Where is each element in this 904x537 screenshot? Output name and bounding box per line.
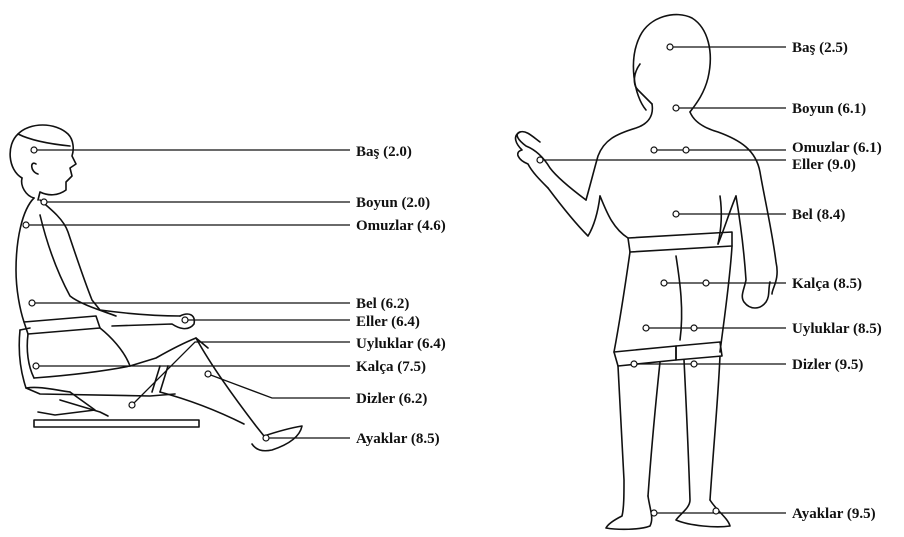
standing-knee-right-marker — [691, 361, 697, 367]
seated-head — [10, 125, 76, 200]
standing-feet-label: Ayaklar (9.5) — [792, 506, 876, 522]
standing-hip-left-marker — [661, 280, 667, 286]
seated-knees-label: Dizler (6.2) — [356, 391, 427, 407]
seated-waist-label: Bel (6.2) — [356, 296, 409, 312]
seated-neck-marker — [41, 199, 47, 205]
standing-waist-marker — [673, 211, 679, 217]
standing-shoulder-right-marker — [683, 147, 689, 153]
seated-hands-label: Eller (6.4) — [356, 314, 420, 330]
seated-waist-marker — [29, 300, 35, 306]
standing-neck-marker — [673, 105, 679, 111]
standing-waist-label: Bel (8.4) — [792, 207, 845, 223]
standing-hips-label: Kalça (8.5) — [792, 276, 862, 292]
seated-knees-marker — [205, 371, 211, 377]
seated-feet-marker — [263, 435, 269, 441]
standing-knee-left-marker — [631, 361, 637, 367]
standing-knees-label: Dizler (9.5) — [792, 357, 863, 373]
seated-figure: Baş (2.0) Boyun (2.0) Omuzlar (4.6) Bel … — [10, 125, 446, 451]
seated-hands-marker — [182, 317, 188, 323]
seated-hips-marker — [33, 363, 39, 369]
seated-markers — [23, 147, 269, 441]
standing-figure: Baş (2.5) Boyun (6.1) Omuzlar (6.1) Elle… — [516, 15, 882, 530]
seated-thighs-label: Uyluklar (6.4) — [356, 336, 446, 352]
standing-body — [516, 15, 778, 530]
seated-head-marker — [31, 147, 37, 153]
seated-shoulders-label: Omuzlar (4.6) — [356, 218, 446, 234]
standing-hip-right-marker — [703, 280, 709, 286]
seated-body — [16, 198, 302, 451]
standing-shoulders-label: Omuzlar (6.1) — [792, 140, 882, 156]
standing-hands-label: Eller (9.0) — [792, 157, 856, 173]
seated-shoulders-marker — [23, 222, 29, 228]
seated-feet-label: Ayaklar (8.5) — [356, 431, 440, 447]
standing-shoulder-left-marker — [651, 147, 657, 153]
standing-thigh-right-marker — [691, 325, 697, 331]
seated-hips-label: Kalça (7.5) — [356, 359, 426, 375]
standing-labels: Baş (2.5) Boyun (6.1) Omuzlar (6.1) Elle… — [792, 40, 882, 522]
seated-neck-label: Boyun (2.0) — [356, 195, 430, 211]
standing-neck-label: Boyun (6.1) — [792, 101, 866, 117]
seated-thighs-marker — [129, 402, 135, 408]
standing-thigh-left-marker — [643, 325, 649, 331]
seated-labels: Baş (2.0) Boyun (2.0) Omuzlar (4.6) Bel … — [356, 144, 446, 447]
standing-foot-right-marker — [713, 508, 719, 514]
seated-knees-pointer — [208, 374, 350, 398]
standing-head-label: Baş (2.5) — [792, 40, 848, 56]
standing-thighs-label: Uyluklar (8.5) — [792, 321, 882, 337]
standing-foot-left-marker — [651, 510, 657, 516]
standing-head-marker — [667, 44, 673, 50]
seated-head-label: Baş (2.0) — [356, 144, 412, 160]
standing-hands-marker — [537, 157, 543, 163]
